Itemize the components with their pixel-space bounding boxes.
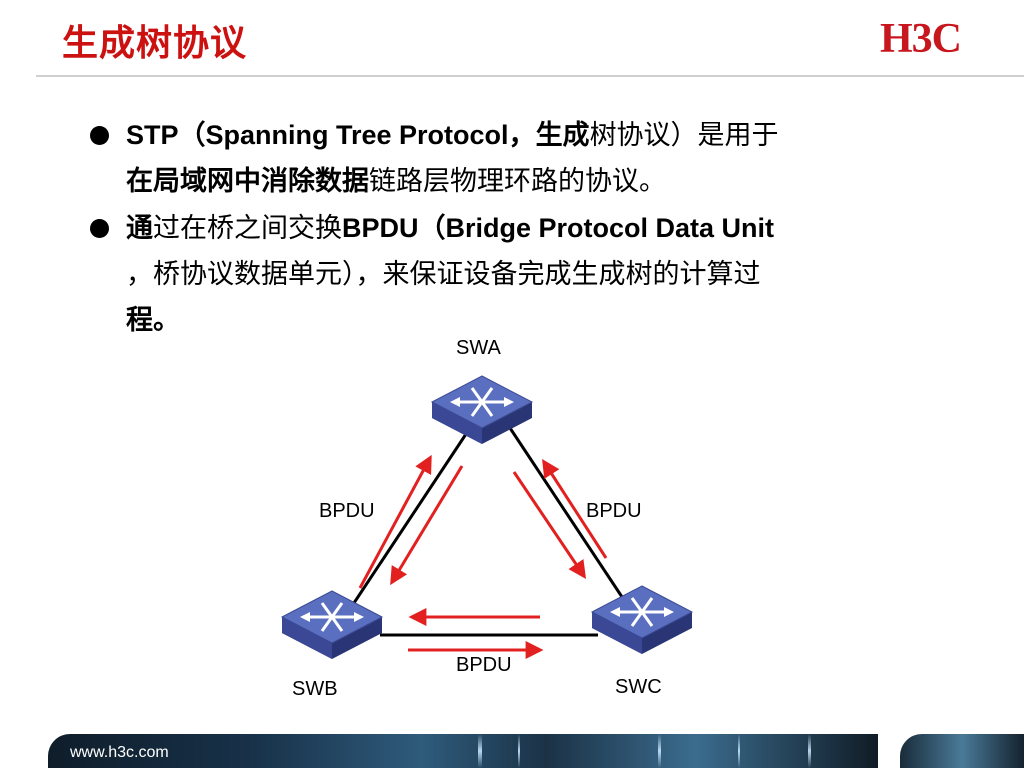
footer-right-panel — [900, 734, 1024, 768]
arrow-swb-to-swa — [358, 454, 432, 589]
bullet-dot-icon — [90, 126, 109, 145]
bpdu-cn-text: 过在桥之间交换 — [153, 213, 342, 244]
stp-cn-bold-2: 在局域网中消除数据 — [126, 166, 369, 197]
h3c-logo: H3C — [880, 16, 962, 62]
bpdu-cn-text-2: ，桥协议数据单元），来保证设备完成生成树的计算过 — [126, 259, 761, 290]
link-label-swa-swc: BPDU — [586, 500, 642, 522]
stp-term: STP（Spanning Tree Protocol， — [126, 120, 536, 150]
bpdu-arrows — [358, 454, 608, 659]
svg-text:H3C: H3C — [880, 16, 961, 62]
link-label-swb-swc: BPDU — [456, 654, 512, 676]
link-label-swa-swb: BPDU — [319, 500, 375, 522]
stp-cn-text: 树协议）是用于 — [589, 120, 779, 151]
node-label-swb: SWB — [292, 678, 338, 700]
bpdu-cn-period: 。 — [153, 305, 180, 336]
network-links — [346, 427, 630, 637]
footer-bar: www.h3c.com — [0, 728, 1024, 768]
bullet-item-stp-definition: STP（Spanning Tree Protocol，生成树协议）是用于 在局域… — [88, 112, 968, 205]
bpdu-cn-bold: 通 — [126, 213, 153, 244]
link-swa-swc — [508, 427, 630, 607]
slide-title: 生成树协议 — [62, 23, 248, 64]
bullet-list: STP（Spanning Tree Protocol，生成树协议）是用于 在局域… — [88, 112, 968, 344]
stp-cn-text-2: 链路层物理环路的协议。 — [369, 166, 666, 197]
arrow-swa-to-swb — [390, 465, 464, 586]
bullet-dot-icon — [90, 219, 109, 238]
node-label-swc: SWC — [615, 676, 662, 698]
footer-band — [48, 734, 878, 768]
switch-swa-icon — [430, 375, 534, 444]
footer-url[interactable]: www.h3c.com — [70, 744, 169, 761]
bpdu-term: BPDU（Bridge Protocol Data Unit — [342, 213, 775, 243]
title-divider — [36, 75, 1024, 77]
node-label-swa: SWA — [456, 337, 501, 359]
arrow-swc-to-swa — [542, 458, 608, 559]
stp-cn-bold: 生成 — [535, 120, 590, 151]
bullet-item-bpdu-exchange: 通过在桥之间交换BPDU（Bridge Protocol Data Unit ，… — [88, 205, 968, 344]
bpdu-cn-bold-2: 程 — [126, 305, 153, 336]
link-swa-swb — [346, 427, 472, 613]
switch-swc-icon — [590, 585, 694, 654]
switch-swb-icon — [280, 590, 384, 659]
arrow-swa-to-swc — [512, 471, 587, 579]
